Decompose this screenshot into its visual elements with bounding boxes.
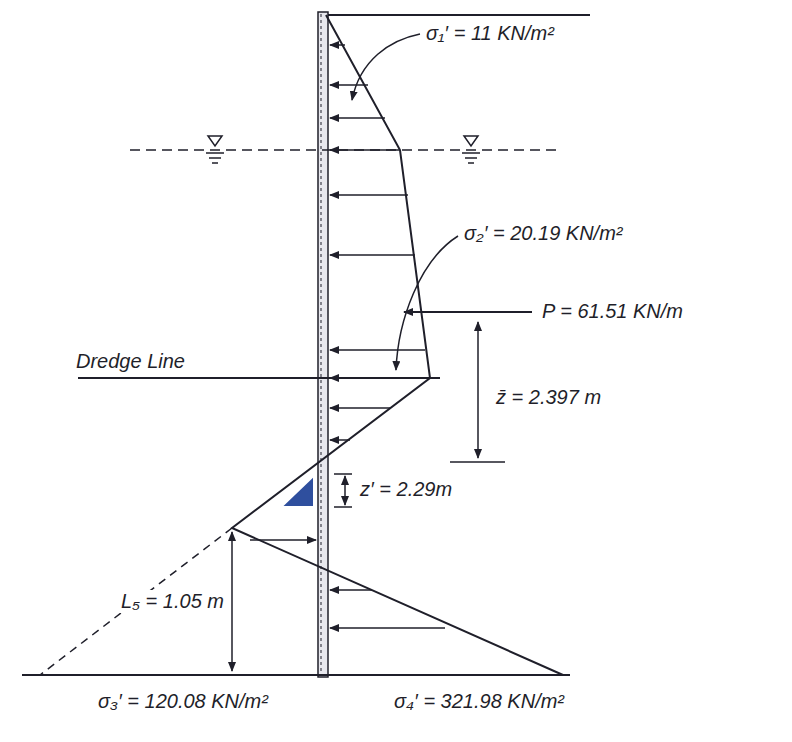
hatched-area <box>286 480 312 505</box>
dimension: z′ = 2.29m <box>358 478 454 501</box>
dimension: z̄ = 2.397 m <box>494 386 603 409</box>
sheet-pile <box>318 12 328 677</box>
line-name: Dredge Line <box>74 350 187 373</box>
stress-label: σ₂′ = 20.19 KN/m² <box>462 222 625 245</box>
force-label: P = 61.51 KN/m <box>540 300 685 323</box>
dimension: L₅ = 1.05 m <box>119 590 226 613</box>
stress-label: σ₃′ = 120.08 KN/m² <box>96 690 270 713</box>
stress-label: σ₄′ = 321.98 KN/m² <box>392 690 566 713</box>
stress-label: σ₁′ = 11 KN/m² <box>424 22 556 45</box>
